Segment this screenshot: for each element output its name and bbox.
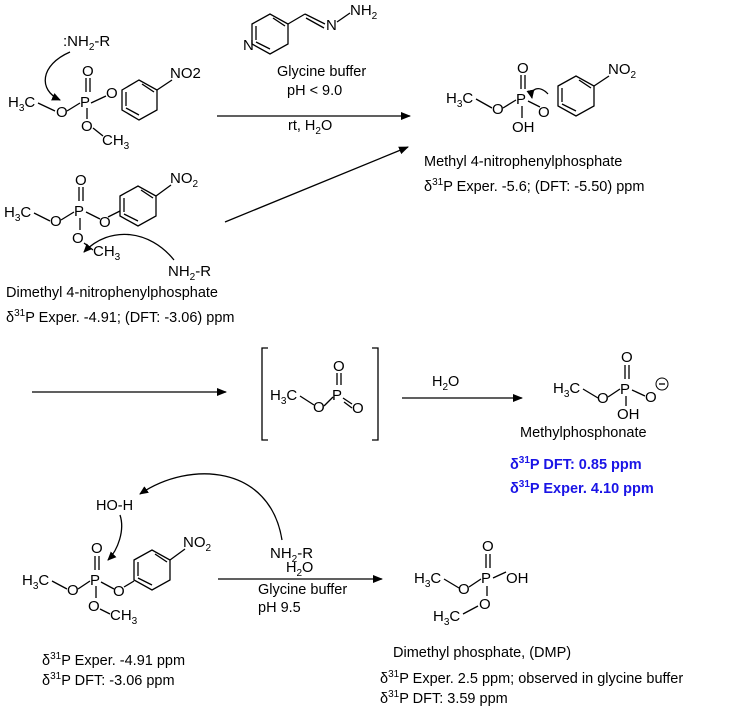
bottom-ph-label: pH 9.5 bbox=[258, 600, 301, 616]
svg-text:O: O bbox=[113, 583, 125, 600]
bottom-start-nmr-dft: δ31P DFT: -3.06 ppm bbox=[42, 671, 175, 689]
bottom-water-label: H2O bbox=[286, 560, 314, 579]
svg-text:OH: OH bbox=[506, 570, 529, 587]
svg-text:H3C: H3C bbox=[433, 608, 460, 628]
svg-text:H3C: H3C bbox=[414, 570, 441, 590]
svg-text:P: P bbox=[620, 381, 630, 398]
svg-text:O: O bbox=[482, 538, 494, 555]
svg-text:O: O bbox=[597, 390, 609, 407]
svg-text:NH2-R: NH2-R bbox=[270, 545, 313, 565]
dmp-nmr-exp: δ31P Exper. 2.5 ppm; observed in glycine… bbox=[380, 669, 684, 687]
glycine-buffer-label: Glycine buffer bbox=[277, 64, 367, 80]
svg-text:O: O bbox=[106, 85, 118, 102]
curved-arrow bbox=[44, 51, 71, 101]
start-molecule-2: NO2 H3C O P O O O CH3 NH2-R bbox=[4, 170, 211, 283]
svg-text:O: O bbox=[352, 400, 364, 417]
svg-text:H3C: H3C bbox=[446, 90, 473, 110]
svg-text:O: O bbox=[492, 101, 504, 118]
svg-text:O: O bbox=[621, 349, 633, 366]
start-2-nmr: δ31P Exper. -4.91; (DFT: -3.06) ppm bbox=[6, 308, 235, 326]
svg-text:NO2: NO2 bbox=[608, 61, 637, 81]
svg-text:P: P bbox=[516, 91, 526, 108]
reagent-pyridine: N N NH2 bbox=[243, 2, 378, 55]
product-name-top: Methyl 4-nitrophenylphosphate bbox=[424, 154, 623, 170]
svg-text:OH: OH bbox=[617, 406, 640, 423]
product-methylphosphonate: H3C O P O OH O bbox=[553, 349, 669, 423]
product-dmp: H3C O P O OH O H3C bbox=[414, 538, 529, 628]
svg-text:H3C: H3C bbox=[270, 387, 297, 407]
nucleophile-label: :NH2-R bbox=[63, 33, 110, 53]
svg-text:O: O bbox=[81, 118, 93, 135]
svg-text:OH: OH bbox=[512, 119, 535, 136]
dmp-nmr-dft: δ31P DFT: 3.59 ppm bbox=[380, 689, 508, 707]
reaction-arrow-diagonal bbox=[224, 146, 409, 223]
svg-text:O: O bbox=[91, 540, 103, 557]
bottom-start-molecule: NH2-R H3C O P O O O CH3 NO2 bbox=[22, 473, 313, 627]
svg-text:P: P bbox=[90, 572, 100, 589]
svg-text:O: O bbox=[56, 104, 68, 121]
middle-water-label: H2O bbox=[432, 374, 460, 393]
product-methyl-nitrophenylphosphate: H3C O P O OH O NO2 bbox=[446, 60, 637, 136]
svg-text:O: O bbox=[313, 399, 325, 416]
methylphosphonate-exp: δ31P Exper. 4.10 ppm bbox=[510, 479, 654, 497]
svg-text:NO2: NO2 bbox=[170, 170, 199, 190]
svg-text:H3C: H3C bbox=[4, 204, 31, 224]
svg-text:CH3: CH3 bbox=[93, 243, 121, 263]
hydrazine-label: NH2 bbox=[350, 2, 378, 22]
svg-text:O: O bbox=[67, 582, 79, 599]
ph-label-top: pH < 9.0 bbox=[287, 83, 343, 99]
svg-text:O: O bbox=[88, 598, 100, 615]
svg-text:P: P bbox=[80, 94, 90, 111]
svg-text:CH3: CH3 bbox=[110, 607, 138, 627]
svg-text:N: N bbox=[243, 37, 254, 54]
bottom-buffer-label: Glycine buffer bbox=[258, 582, 348, 598]
svg-text:O: O bbox=[333, 358, 345, 375]
dmp-name: Dimethyl phosphate, (DMP) bbox=[393, 645, 572, 661]
svg-text:O: O bbox=[458, 581, 470, 598]
svg-text:P: P bbox=[332, 387, 342, 404]
svg-text:O: O bbox=[479, 596, 491, 613]
intermediate-metaphosphate: H3C O P O O bbox=[270, 358, 364, 417]
methylphosphonate-dft: δ31P DFT: 0.85 ppm bbox=[510, 455, 642, 473]
svg-text:H3C: H3C bbox=[8, 94, 35, 114]
svg-text:O: O bbox=[50, 213, 62, 230]
svg-text:O: O bbox=[645, 389, 657, 406]
svg-text:O: O bbox=[99, 214, 111, 231]
svg-text:NO2: NO2 bbox=[183, 534, 212, 554]
svg-text:N: N bbox=[326, 17, 337, 34]
svg-text:O: O bbox=[75, 172, 87, 189]
methylphosphonate-name: Methylphosphonate bbox=[520, 425, 647, 441]
nitro-label: NO2 bbox=[170, 65, 201, 82]
nucleophile-2-label: NH2-R bbox=[168, 263, 211, 283]
product-nmr-top: δ31P Exper. -5.6; (DFT: -5.50) ppm bbox=[424, 177, 645, 195]
start-molecule-1: :NH2-R H3C O P O O O CH3 NO2 bbox=[8, 33, 201, 152]
svg-text:H3C: H3C bbox=[553, 380, 580, 400]
water-label: HO-H bbox=[96, 498, 134, 514]
start-2-name: Dimethyl 4-nitrophenylphosphate bbox=[6, 285, 218, 301]
svg-text:P: P bbox=[481, 570, 491, 587]
bottom-start-nmr-exp: δ31P Exper. -4.91 ppm bbox=[42, 651, 186, 669]
svg-text:O: O bbox=[72, 230, 84, 247]
svg-text:P: P bbox=[74, 203, 84, 220]
svg-text:O: O bbox=[517, 60, 529, 77]
svg-text:H3C: H3C bbox=[22, 572, 49, 592]
conditions-rt-label: rt, H2O bbox=[288, 118, 333, 137]
svg-text:O: O bbox=[538, 104, 550, 121]
svg-text:CH3: CH3 bbox=[102, 132, 130, 152]
svg-text:O: O bbox=[82, 63, 94, 80]
